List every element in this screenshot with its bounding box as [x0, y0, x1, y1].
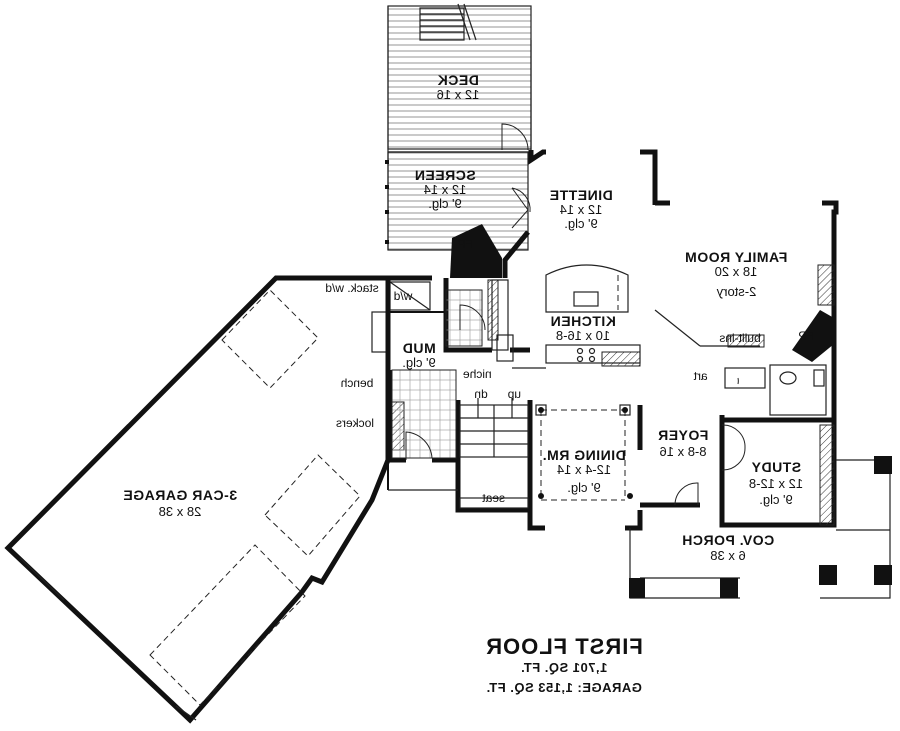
svg-text:9' clg.: 9' clg. — [402, 355, 436, 370]
svg-text:DINING RM.: DINING RM. — [542, 447, 626, 463]
svg-text:9' clg.: 9' clg. — [564, 216, 598, 231]
mud-room-fixtures — [371, 281, 486, 460]
porch-label: COV. PORCH 6 x 38 — [682, 532, 774, 563]
lockers-note: lockers — [336, 416, 374, 430]
svg-text:8-8 x 16: 8-8 x 16 — [660, 444, 707, 459]
svg-text:12-4 x 14: 12-4 x 14 — [557, 462, 611, 477]
svg-text:SCREEN: SCREEN — [414, 167, 475, 183]
svg-text:9' clg.: 9' clg. — [759, 492, 793, 507]
deck-area — [387, 3, 532, 152]
kitchen-label: KITCHEN 10 x 16-8 — [550, 313, 616, 343]
fp-family-note: FP — [798, 329, 813, 343]
bench-note: bench — [341, 376, 374, 390]
fireplace-family — [792, 310, 834, 362]
svg-text:10 x 16-8: 10 x 16-8 — [556, 328, 610, 343]
kitchen-counters — [491, 279, 641, 369]
stack-wd-note: stack. w/d — [325, 281, 378, 295]
fireplace-screen — [450, 224, 502, 278]
annotation-labels: FP FP stack. w/d w/d niche bench lockers… — [325, 237, 813, 505]
svg-text:12 x 14: 12 x 14 — [560, 202, 603, 217]
room-labels: DECK 12 x 16 SCREEN 12 x 14 9' clg. DINE… — [123, 72, 803, 563]
built-ins-note: built-ins — [719, 331, 760, 345]
stairs — [459, 398, 529, 509]
svg-text:MUD: MUD — [402, 340, 435, 356]
study-label: STUDY 12 x 12-8 9' clg. — [749, 459, 803, 507]
svg-text:9' clg.: 9' clg. — [567, 480, 601, 495]
svg-text:6 x 38: 6 x 38 — [710, 548, 745, 563]
wd-note: w/d — [394, 289, 414, 303]
niche-note: niche — [463, 367, 492, 381]
svg-text:DINETTE: DINETTE — [549, 187, 612, 203]
deck-label: DECK 12 x 16 — [437, 72, 480, 102]
svg-text:9' clg.: 9' clg. — [428, 196, 462, 211]
dinette-label: DINETTE 12 x 14 9' clg. — [549, 187, 612, 231]
garage-area-total: GARAGE: 1,153 SQ. FT. — [486, 680, 642, 695]
family-room-walls — [654, 309, 760, 347]
svg-text:2-story: 2-story — [716, 284, 756, 299]
foyer-doors — [674, 424, 746, 506]
screen-porch-area — [385, 151, 531, 251]
svg-text:KITCHEN: KITCHEN — [550, 313, 616, 329]
svg-text:STUDY: STUDY — [751, 459, 801, 475]
art-note: art — [693, 369, 708, 383]
dn-note: dn — [474, 387, 487, 401]
svg-text:12 x 12-8: 12 x 12-8 — [749, 476, 803, 491]
svg-text:FAMILY ROOM: FAMILY ROOM — [685, 249, 788, 265]
foyer-label: FOYER 8-8 x 16 — [658, 427, 709, 459]
kitchen-island — [545, 264, 629, 313]
plan-title: FIRST FLOOR — [485, 634, 643, 659]
dining-label: DINING RM. 12-4 x 14 9' clg. — [542, 447, 626, 495]
svg-text:18 x 20: 18 x 20 — [715, 264, 758, 279]
up-note: up — [507, 387, 521, 401]
powder-room — [724, 364, 827, 416]
plan-title-block: FIRST FLOOR 1,701 SQ. FT. GARAGE: 1,153 … — [485, 634, 643, 695]
svg-text:12 x 14: 12 x 14 — [424, 182, 467, 197]
front-porch — [629, 456, 892, 599]
svg-text:DECK: DECK — [437, 72, 479, 88]
svg-text:COV. PORCH: COV. PORCH — [682, 532, 774, 548]
garage-area — [4, 275, 458, 724]
svg-text:3-CAR GARAGE: 3-CAR GARAGE — [123, 487, 237, 503]
garage-label: 3-CAR GARAGE 28 x 38 — [123, 487, 237, 519]
mud-label: MUD 9' clg. — [402, 340, 436, 370]
family-room-label: FAMILY ROOM 18 x 20 2-story — [685, 249, 788, 299]
svg-text:FOYER: FOYER — [658, 427, 709, 443]
plan-area: 1,701 SQ. FT. — [521, 660, 608, 675]
svg-text:28 x 38: 28 x 38 — [159, 504, 202, 519]
seat-note: seat — [482, 491, 505, 505]
fp-screen-note: FP — [457, 237, 472, 251]
svg-text:12 x 16: 12 x 16 — [437, 87, 480, 102]
dining-columns — [535, 404, 633, 501]
screen-label: SCREEN 12 x 14 9' clg. — [414, 167, 475, 211]
